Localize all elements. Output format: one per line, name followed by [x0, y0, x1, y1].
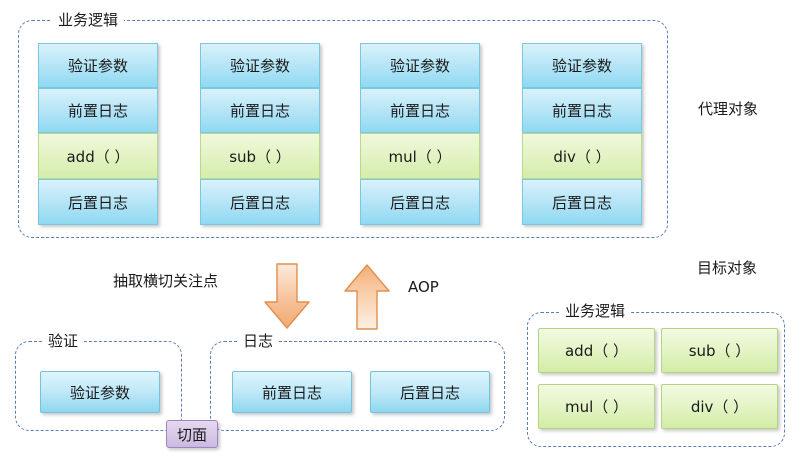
proxy-cell-method-div[interactable]: div（ ）: [522, 133, 642, 179]
extract-crosscutting-concerns-label: 抽取横切关注点: [113, 272, 219, 290]
proxy-cell-before-log-div[interactable]: 前置日志: [522, 88, 642, 133]
proxy-business-logic-group: [18, 20, 668, 238]
validate-group: [15, 341, 182, 431]
down-arrow-icon: [262, 262, 312, 332]
log-group-label: 日志: [237, 332, 280, 350]
proxy-cell-validate-mul[interactable]: 验证参数: [360, 43, 480, 88]
target-object-label: 目标对象: [697, 259, 758, 277]
aop-label: AOP: [408, 278, 439, 296]
proxy-cell-after-log-sub[interactable]: 后置日志: [200, 179, 320, 225]
validate-group-label: 验证: [42, 332, 85, 350]
proxy-cell-before-log-mul[interactable]: 前置日志: [360, 88, 480, 133]
proxy-column-sub: 验证参数 前置日志 sub（ ） 后置日志: [200, 43, 320, 225]
proxy-cell-validate-div[interactable]: 验证参数: [522, 43, 642, 88]
target-method-sub[interactable]: sub（ ）: [661, 328, 778, 373]
proxy-cell-after-log-add[interactable]: 后置日志: [38, 179, 158, 225]
target-method-add[interactable]: add（ ）: [538, 328, 655, 373]
proxy-cell-after-log-mul[interactable]: 后置日志: [360, 179, 480, 225]
aspect-badge[interactable]: 切面: [166, 420, 218, 448]
proxy-column-mul: 验证参数 前置日志 mul（ ） 后置日志: [360, 43, 480, 225]
target-method-mul[interactable]: mul（ ）: [538, 384, 655, 429]
proxy-cell-after-log-div[interactable]: 后置日志: [522, 179, 642, 225]
proxy-column-div: 验证参数 前置日志 div（ ） 后置日志: [522, 43, 642, 225]
proxy-cell-validate-sub[interactable]: 验证参数: [200, 43, 320, 88]
proxy-cell-before-log-sub[interactable]: 前置日志: [200, 88, 320, 133]
log-group: [210, 341, 505, 431]
proxy-column-add: 验证参数 前置日志 add（ ） 后置日志: [38, 43, 158, 225]
aspect-chip-validate-params[interactable]: 验证参数: [40, 371, 160, 413]
proxy-cell-validate-add[interactable]: 验证参数: [38, 43, 158, 88]
proxy-cell-method-mul[interactable]: mul（ ）: [360, 133, 480, 179]
target-business-logic-group: [527, 312, 785, 447]
proxy-cell-before-log-add[interactable]: 前置日志: [38, 88, 158, 133]
aspect-chip-after-log[interactable]: 后置日志: [370, 371, 490, 413]
up-arrow-icon: [342, 262, 392, 332]
aspect-chip-before-log[interactable]: 前置日志: [232, 371, 352, 413]
proxy-cell-method-sub[interactable]: sub（ ）: [200, 133, 320, 179]
target-business-logic-group-label: 业务逻辑: [559, 302, 632, 320]
proxy-object-label: 代理对象: [698, 100, 759, 118]
proxy-cell-method-add[interactable]: add（ ）: [38, 133, 158, 179]
target-method-div[interactable]: div（ ）: [661, 384, 778, 429]
proxy-business-logic-group-label: 业务逻辑: [52, 11, 125, 29]
